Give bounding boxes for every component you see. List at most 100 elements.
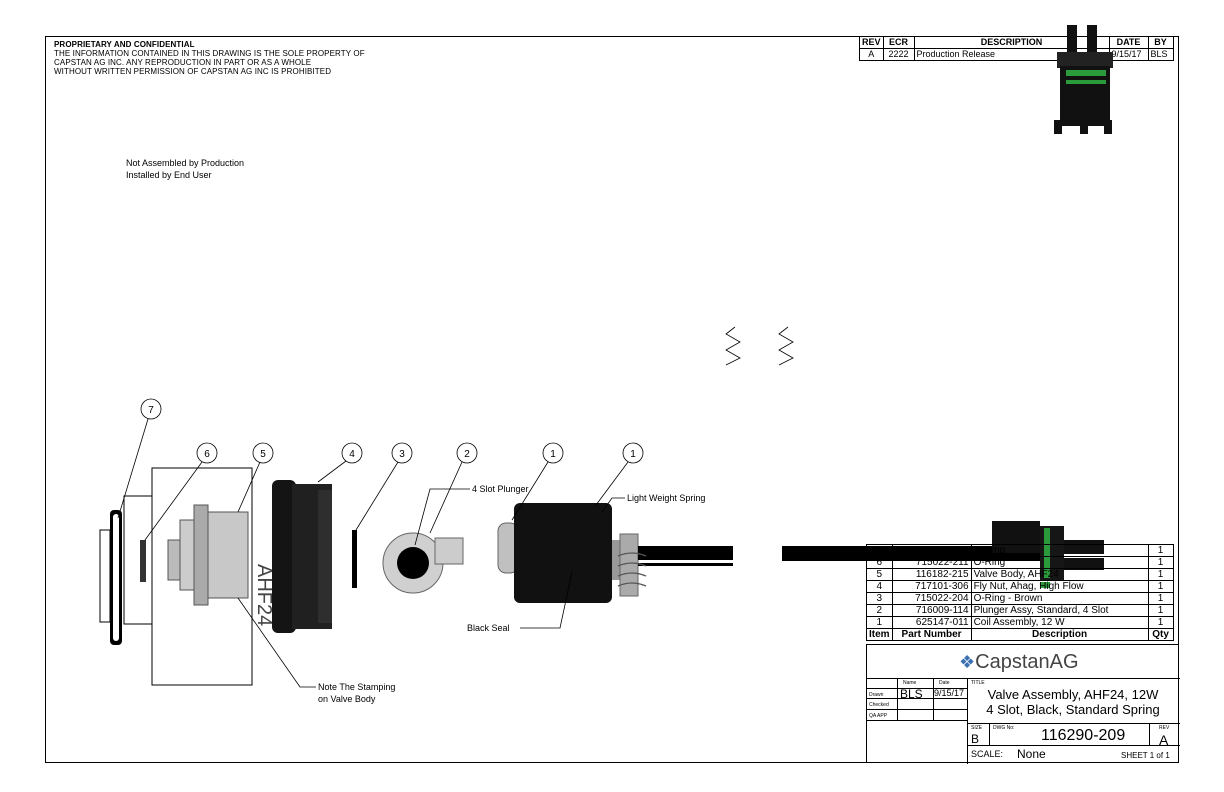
proprietary-title: PROPRIETARY AND CONFIDENTIAL [54,40,195,49]
item7-plate [99,529,111,623]
logo-text: CapstanAG [975,651,1079,673]
revision-letter: A [1159,732,1169,748]
callout-labels: 4 Slot Plunger Light Weight Spring Black… [318,484,705,704]
proprietary-line: CAPSTAN AG INC. ANY REPRODUCTION IN PART… [54,58,312,67]
scale-label: SCALE: [971,749,1004,759]
item6-o-ring [140,540,146,582]
note-line: Installed by End User [126,170,212,180]
item7-o-ring-hole [113,514,119,641]
seal-callout: Black Seal [467,623,510,633]
balloon-group [140,398,644,464]
drawing-title: Valve Assembly, AHF24, 12W 4 Slot, Black… [969,687,1177,717]
sheet-number: SHEET 1 of 1 [1121,751,1170,760]
bom-part-number: 625147-011 [891,616,972,629]
by-cell: BLS [1147,48,1174,61]
date-label: Date [939,680,950,686]
bom-description-header: Description [970,628,1149,641]
leader-lines [117,418,629,688]
drawn-date: 9/15/17 [934,688,965,698]
bom-item: 5 [866,568,893,581]
balloon-7: 7 [148,405,154,416]
bom-description: O-Ring - Brown [970,592,1149,605]
proprietary-notice: PROPRIETARY AND CONFIDENTIAL THE INFORMA… [54,40,365,76]
rev-label: REV [1159,725,1170,731]
bom-part-number: 715022-211 [891,556,972,569]
stamping-callout-1: Note The Stamping [318,682,395,692]
title-block: ❖CapstanAG Name Date TITLE Drawn Checked… [866,644,1180,764]
title-label: TITLE [971,680,985,686]
ecr-cell: 2222 [882,48,915,61]
drawn-name: BLS [900,687,923,701]
bom-qty: 1 [1147,568,1174,581]
balloon-1: 1 [550,449,556,460]
size-label: SIZE [971,725,983,731]
bom-description: Fly Nut, Ahag, High Flow [970,580,1149,593]
proprietary-line: WITHOUT WRITTEN PERMISSION OF CAPSTAN AG… [54,67,332,76]
bom-qty: 1 [1147,544,1174,557]
assembly-note: Not Assembled by Production Installed by… [126,157,244,181]
stamp-text: AHF24 [253,564,275,626]
bom-item: 6 [866,556,893,569]
balloon-2: 2 [464,449,470,460]
balloon-4: 4 [349,449,355,460]
plunger-callout: 4 Slot Plunger [472,484,529,494]
bom-item: 2 [866,604,893,617]
bom-part-number: 717101-306 [891,580,972,593]
valve-body-shoulder [193,504,209,606]
bom-item: 1 [866,616,893,629]
stamping-callout-2: on Valve Body [318,694,376,704]
checked-label: Checked [869,702,889,708]
qa-label: QA APP [869,713,888,719]
item4-fly-nut [272,480,332,633]
title-line-2: 4 Slot, Black, Standard Spring [986,702,1160,717]
name-label: Name [903,680,917,686]
bom-qty: 1 [1147,616,1174,629]
balloon-1b: 1 [630,449,636,460]
bom-header-row: Item Part Number Description Qty [866,628,1174,641]
bom-description: Plunger Assy, Standard, 4 Slot [970,604,1149,617]
bom-item: 7 [866,544,893,557]
valve-body-flange [123,495,153,625]
bom-part-header: Part Number [891,628,972,641]
logo-icon: ❖ [959,652,976,672]
proprietary-line: THE INFORMATION CONTAINED IN THIS DRAWIN… [54,49,365,58]
connector-top-view [1054,25,1113,134]
bom-qty: 1 [1147,604,1174,617]
drawn-label: Drawn [869,692,884,698]
valve-body-collar [179,519,195,591]
break-lines [725,326,794,366]
bom-part-number: 715022-204 [891,592,972,605]
balloon-labels: 7 6 5 4 3 2 1 1 [148,405,636,460]
bom-qty: 1 [1147,556,1174,569]
item1-coil [497,503,733,603]
company-logo: ❖CapstanAG [959,651,1079,674]
drawing-frame [45,36,1179,763]
title-line-1: Valve Assembly, AHF24, 12W [987,687,1159,702]
bom-part-number: 116182-215 [891,568,972,581]
bom-qty: 1 [1147,592,1174,605]
drawing-number: 116290-209 [1041,727,1126,744]
sheet-size: B [971,732,980,746]
spring-callout: Light Weight Spring [627,493,705,503]
bom-part-number: 715022-214 [891,544,972,557]
bom-qty-header: Qty [1147,628,1174,641]
scale-value: None [1017,747,1046,761]
bom-description: O-Ring [970,544,1149,557]
bom-item-header: Item [866,628,893,641]
bom-description: Valve Body, AHF24 [970,568,1149,581]
item2-plunger [382,532,464,594]
balloon-3: 3 [399,449,405,460]
note-line: Not Assembled by Production [126,158,245,168]
bom-item: 3 [866,592,893,605]
bom-part-number: 716009-114 [891,604,972,617]
bom-description: O-Ring [970,556,1149,569]
valve-body-stem [167,539,181,581]
